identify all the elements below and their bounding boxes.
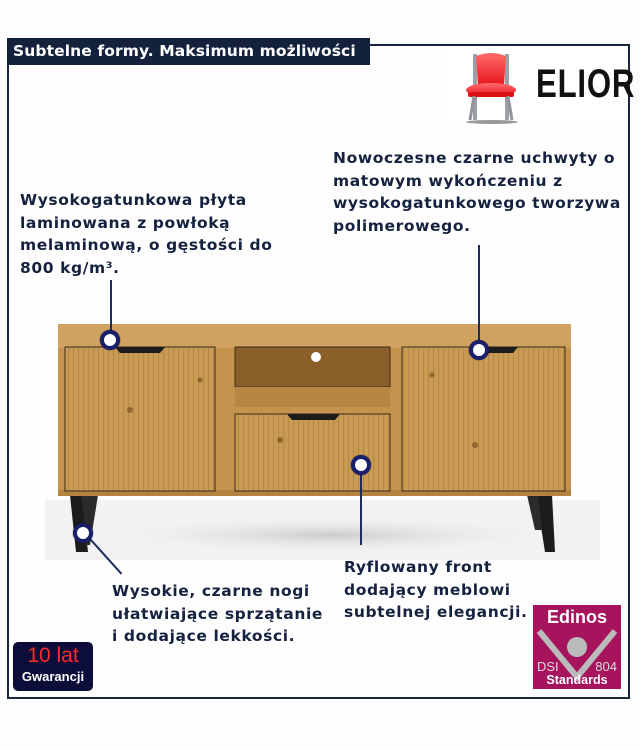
brand-name: ELIOR [536, 62, 636, 106]
callout-front: Ryflowany front dodający meblowi subteln… [344, 558, 528, 622]
warranty-years: 10 lat [27, 644, 79, 667]
callout-handles: Nowoczesne czarne uchwyty o matowym wyko… [333, 149, 621, 235]
connector-line-front [360, 470, 362, 545]
marker-dot-handles[interactable] [469, 340, 489, 360]
connector-line-handles [478, 245, 480, 345]
chair-icon [466, 53, 518, 124]
certificate-brand: Edinos [546, 607, 607, 627]
certificate-standards: Standards [546, 673, 608, 687]
warranty-label: Gwarancji [21, 669, 85, 684]
callout-material: Wysokogatunkowa płyta laminowana z powło… [20, 191, 273, 277]
certificate-left-text: DSI [537, 659, 559, 674]
marker-dot-material[interactable] [100, 330, 120, 350]
certificate-v-icon [536, 629, 618, 682]
marker-dot-front[interactable] [351, 455, 371, 475]
certificate-right-text: 804 [595, 659, 617, 674]
marker-dot-legs[interactable] [73, 523, 93, 543]
tv-cabinet-image [45, 324, 600, 560]
page-title: Subtelne formy. Maksimum możliwości [7, 38, 370, 65]
callout-legs: Wysokie, czarne nogi ułatwiające sprząta… [112, 582, 323, 646]
brand-logo: ELIOR [448, 48, 634, 126]
connector-line-material [110, 280, 112, 335]
certificate-badge: Edinos DSI 804 Standards [533, 605, 621, 689]
warranty-badge: 10 lat Gwarancji [13, 642, 93, 691]
